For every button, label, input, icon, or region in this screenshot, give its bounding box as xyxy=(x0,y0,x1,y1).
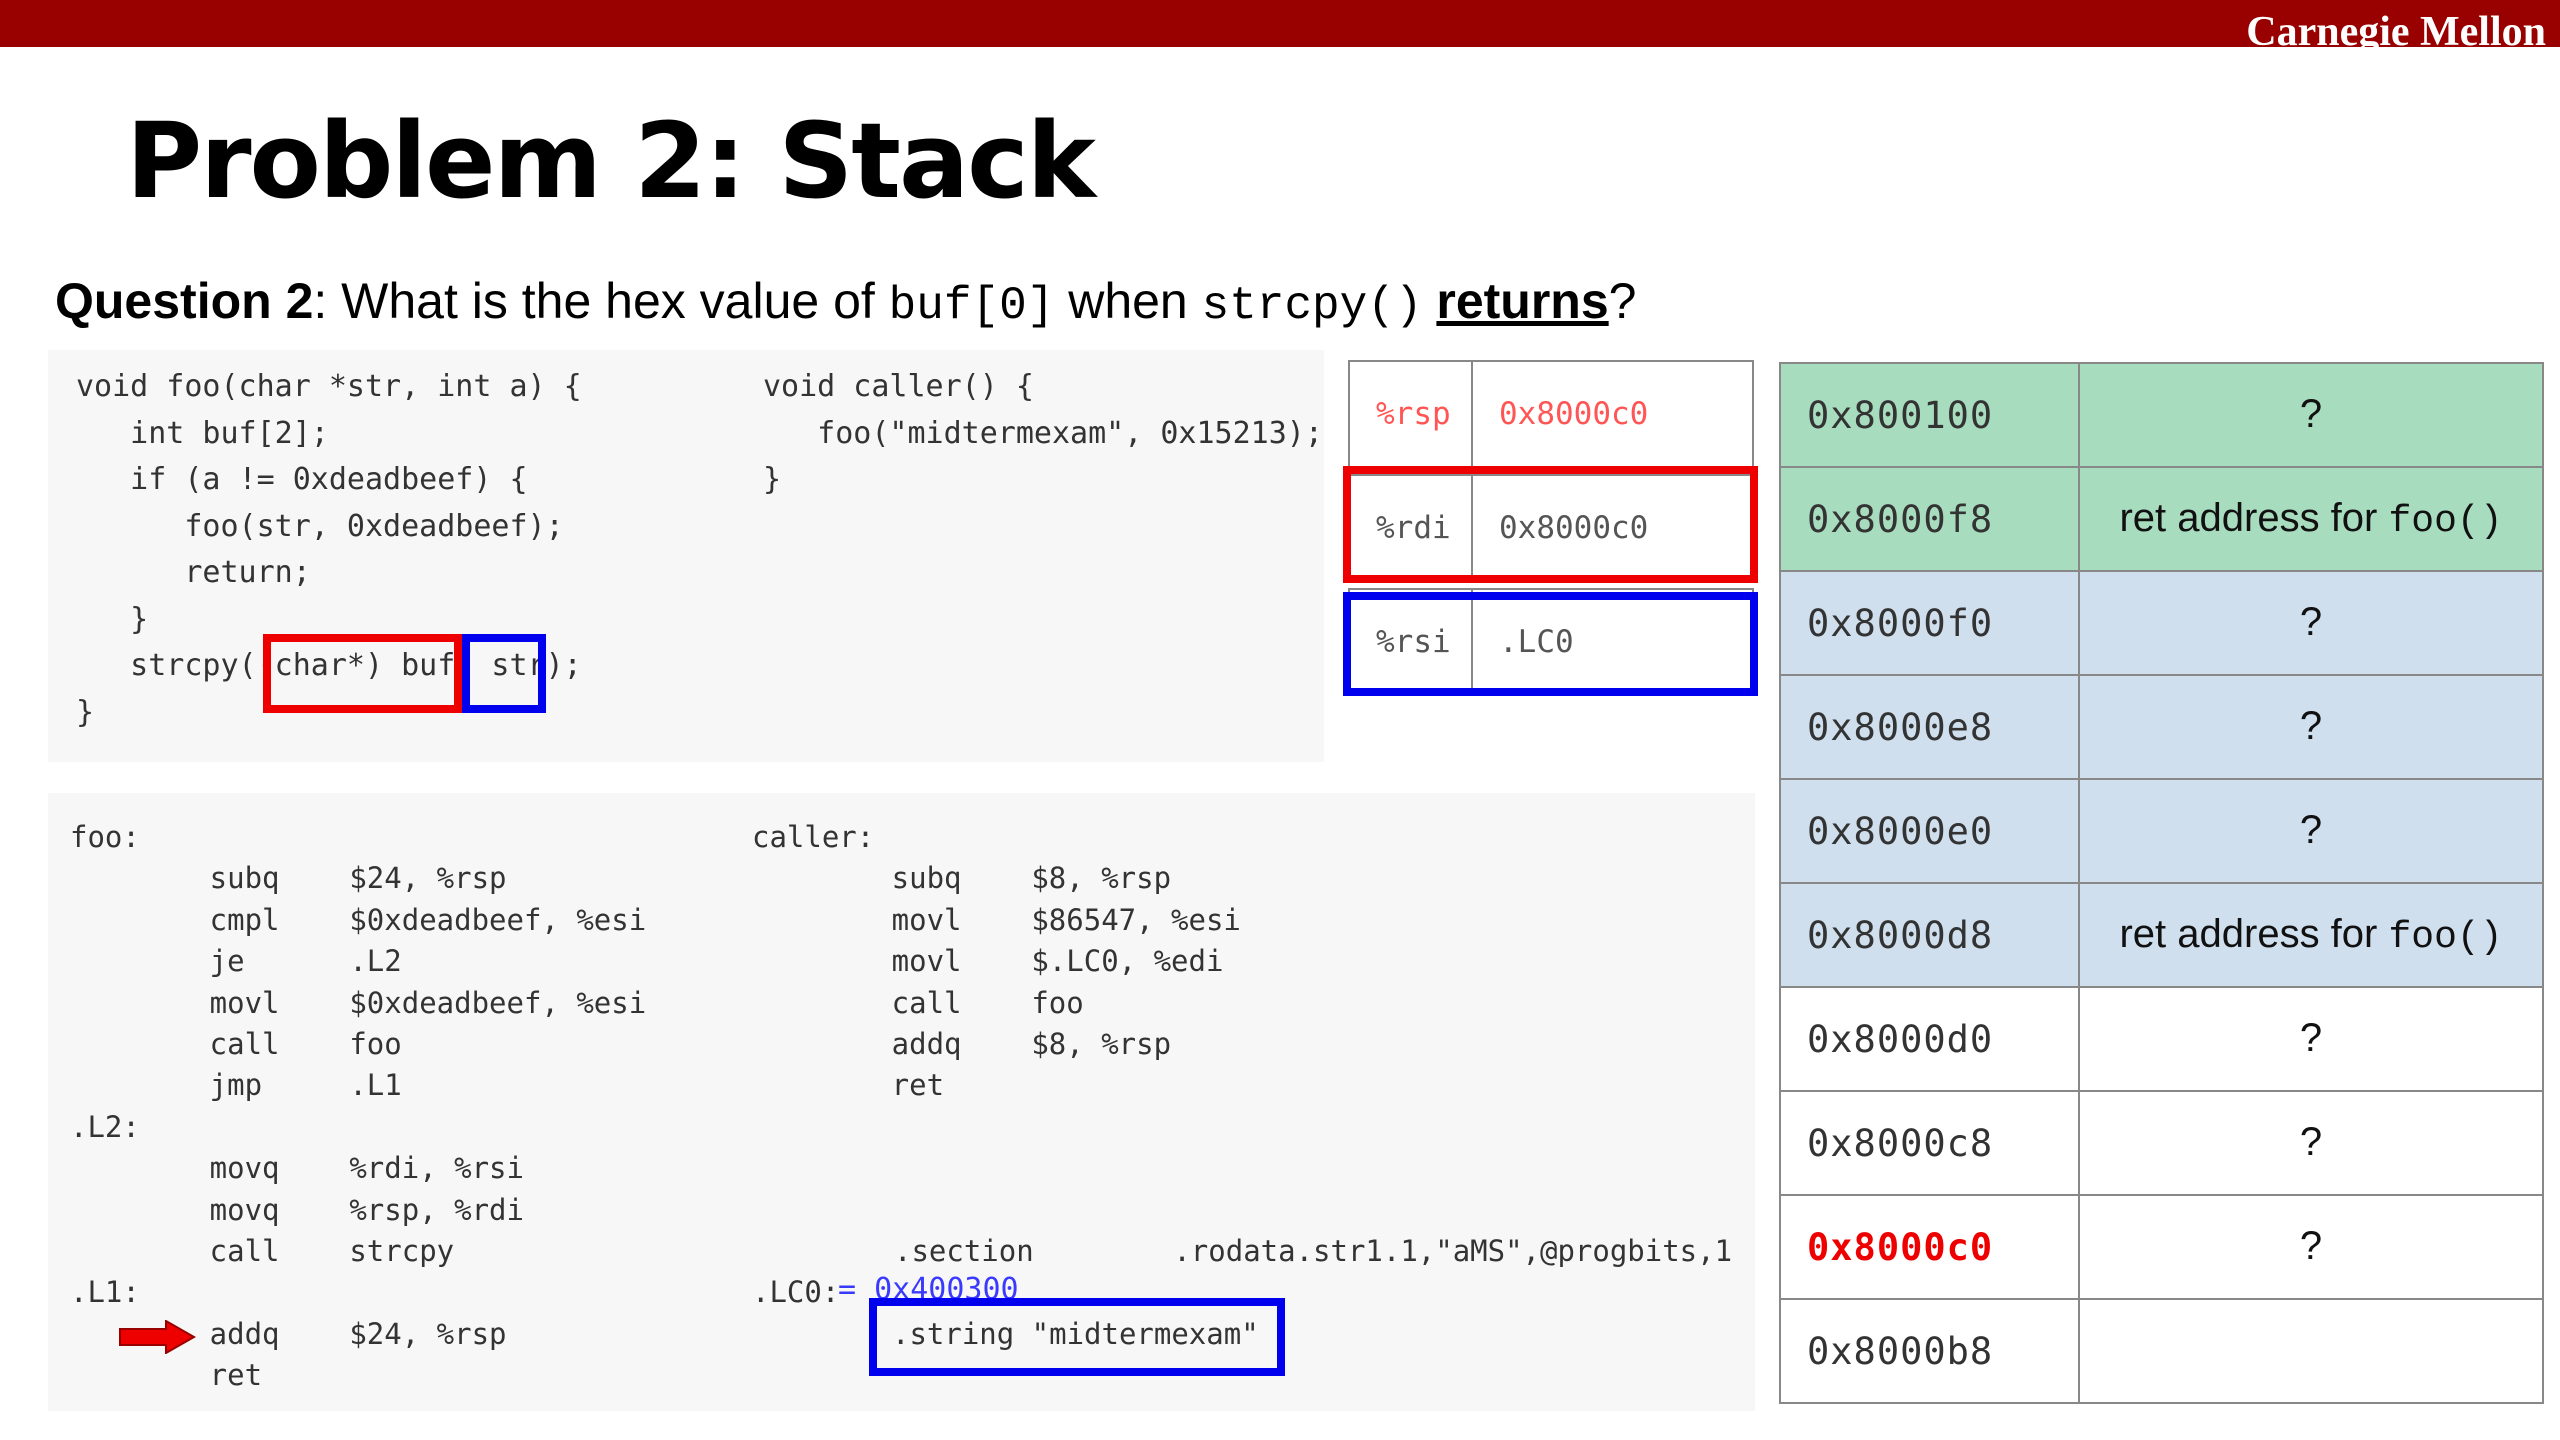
stack-address: 0x8000f0 xyxy=(1779,570,2080,676)
stack-row: 0x8000d0 ? xyxy=(1779,986,2544,1092)
highlight-box-rdi xyxy=(1343,466,1758,583)
question-label: Question 2 xyxy=(55,273,314,329)
c-source-panel: void foo(char *str, int a) { int buf[2];… xyxy=(48,350,1324,762)
stack-value-text: ? xyxy=(2299,703,2323,748)
stack-address-current: 0x8000c0 xyxy=(1779,1194,2080,1300)
stack-value: ? xyxy=(2078,1090,2544,1196)
stack-row: 0x8000e8 ? xyxy=(1779,674,2544,780)
question-text-d: ? xyxy=(1608,273,1637,329)
stack-value-text: ? xyxy=(2299,807,2323,852)
asm-lc0-label: .LC0: xyxy=(752,1275,840,1309)
top-bar: Carnegie Mellon xyxy=(0,0,2560,55)
stack-value: ? xyxy=(2078,778,2544,884)
stack-value: ? xyxy=(2078,1194,2544,1300)
register-row: %rsp 0x8000c0 xyxy=(1348,360,1754,468)
question-text: Question 2: What is the hex value of buf… xyxy=(55,272,1636,332)
asm-foo: foo: subq $24, %rsp cmpl $0xdeadbeef, %e… xyxy=(70,820,647,1393)
stack-value-code: foo() xyxy=(2388,915,2503,959)
register-row: %rsi .LC0 xyxy=(1348,588,1754,696)
question-text-c xyxy=(1422,273,1436,329)
stack-address: 0x8000e0 xyxy=(1779,778,2080,884)
stack-value-code: foo() xyxy=(2388,499,2503,543)
register-name: %rsi xyxy=(1348,588,1473,696)
stack-row: 0x8000d8 ret address for foo() xyxy=(1779,882,2544,988)
register-row: %rdi 0x8000c0 xyxy=(1348,474,1754,582)
asm-lc0-string: .string "midtermexam" xyxy=(892,1317,1259,1351)
brand-logo-text: Carnegie Mellon xyxy=(2246,9,2546,55)
stack-address: 0x8000e8 xyxy=(1779,674,2080,780)
stack-address: 0x8000d0 xyxy=(1779,986,2080,1092)
highlight-box-rsi xyxy=(1343,592,1758,696)
stack-value-text: ? xyxy=(2299,1015,2323,1060)
stack-row: 0x8000e0 ? xyxy=(1779,778,2544,884)
asm-caller: caller: subq $8, %rsp movl $86547, %esi … xyxy=(752,820,1241,1103)
stack-value-text: ret address for xyxy=(2119,495,2389,540)
asm-section: .section .rodata.str1.1,"aMS",@progbits,… xyxy=(894,1234,1733,1268)
stack-address: 0x8000f8 xyxy=(1779,466,2080,572)
stack-address: 0x8000b8 xyxy=(1779,1298,2080,1404)
stack-row: 0x8000f8 ret address for foo() xyxy=(1779,466,2544,572)
register-name: %rsp xyxy=(1348,360,1473,468)
question-emphasis: returns xyxy=(1436,273,1609,329)
register-value: 0x8000c0 xyxy=(1471,360,1754,468)
stack-value: ret address for foo() xyxy=(2078,466,2544,572)
stack-row: 0x8000c8 ? xyxy=(1779,1090,2544,1196)
register-table: %rsp 0x8000c0 %rdi 0x8000c0 %rsi .LC0 xyxy=(1348,360,1754,696)
right-arrow-icon xyxy=(119,1320,196,1354)
stack-value-text: ? xyxy=(2299,1119,2323,1164)
register-value: 0x8000c0 xyxy=(1471,474,1754,582)
stack-value-text: ? xyxy=(2299,391,2323,436)
question-code-strcpy: strcpy() xyxy=(1201,280,1423,332)
stack-value-text: ? xyxy=(2299,1223,2323,1268)
stack-value-text: ? xyxy=(2299,599,2323,644)
stack-diagram: 0x800100 ? 0x8000f8 ret address for foo(… xyxy=(1779,362,2544,1404)
stack-value: ? xyxy=(2078,570,2544,676)
question-text-a: : What is the hex value of xyxy=(313,273,889,329)
highlight-box-str xyxy=(462,634,546,713)
c-code-caller: void caller() { foo("midtermexam", 0x152… xyxy=(763,369,1323,497)
stack-value: ret address for foo() xyxy=(2078,882,2544,988)
stack-value: ? xyxy=(2078,986,2544,1092)
stack-address: 0x8000d8 xyxy=(1779,882,2080,988)
stack-value xyxy=(2078,1298,2544,1404)
highlight-box-char-buf xyxy=(263,634,462,713)
stack-address: 0x8000c8 xyxy=(1779,1090,2080,1196)
stack-row: 0x8000b8 xyxy=(1779,1298,2544,1404)
slide-title: Problem 2: Stack xyxy=(126,100,1096,222)
stack-row: 0x8000f0 ? xyxy=(1779,570,2544,676)
stack-value: ? xyxy=(2078,674,2544,780)
question-code-buf: buf[0] xyxy=(888,280,1055,332)
stack-value-text: ret address for xyxy=(2119,911,2389,956)
question-text-b: when xyxy=(1054,273,1202,329)
c-code-foo: void foo(char *str, int a) { int buf[2];… xyxy=(76,369,582,730)
highlight-box-lc0-string xyxy=(869,1298,1285,1376)
stack-row: 0x800100 ? xyxy=(1779,362,2544,468)
stack-value: ? xyxy=(2078,362,2544,468)
stack-row: 0x8000c0 ? xyxy=(1779,1194,2544,1300)
assembly-panel: foo: subq $24, %rsp cmpl $0xdeadbeef, %e… xyxy=(48,793,1755,1411)
stack-address: 0x800100 xyxy=(1779,362,2080,468)
